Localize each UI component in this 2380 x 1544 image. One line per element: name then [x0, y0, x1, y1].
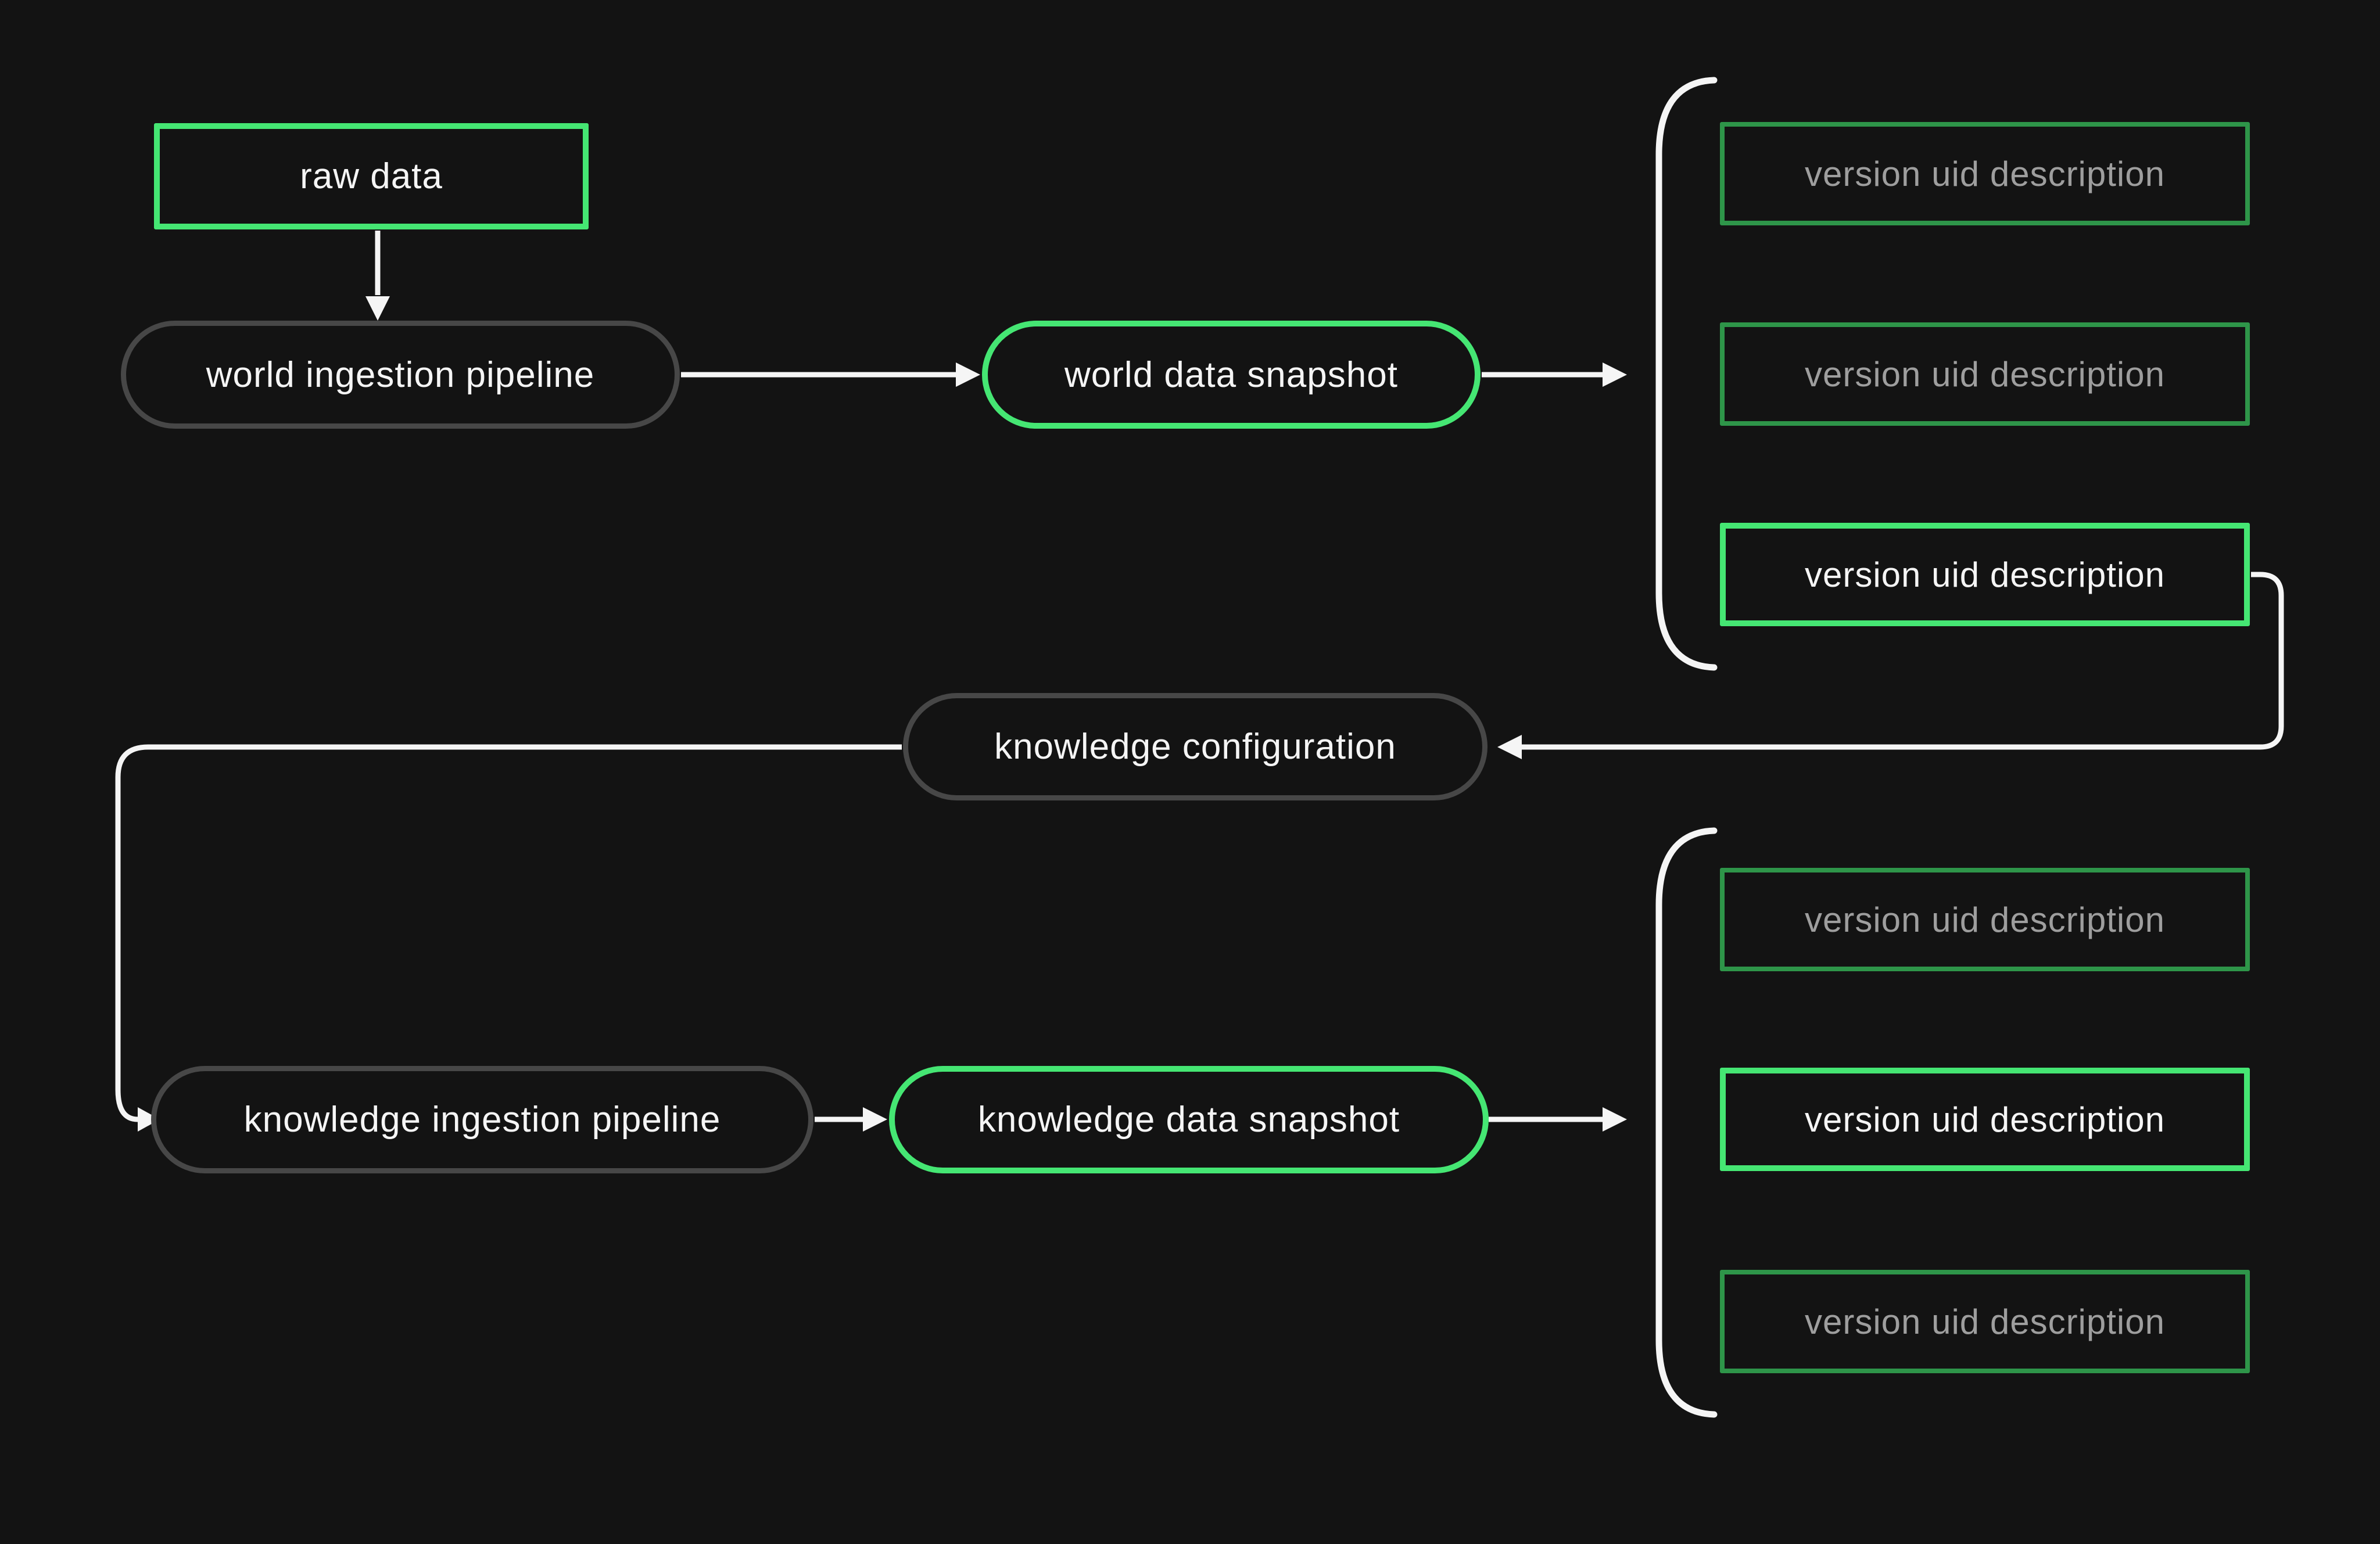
world-data-snapshot-label: world data snapshot — [1064, 354, 1398, 395]
arrowhead-right-icon — [138, 1107, 160, 1132]
knowledge-ingestion-pipeline-label: knowledge ingestion pipeline — [243, 1100, 721, 1140]
world-ingestion-pipeline-label: world ingestion pipeline — [206, 354, 595, 395]
knowledge-version-item-1: version uid description — [1720, 868, 2250, 971]
knowledge-data-snapshot-label: knowledge data snapshot — [977, 1100, 1400, 1140]
connector-knowledge-config-to-ingestion — [115, 744, 902, 1122]
world-versions-bracket — [1655, 77, 1718, 671]
world-data-snapshot-node: world data snapshot — [982, 321, 1481, 429]
knowledge-version-item-3: version uid description — [1720, 1270, 2250, 1373]
knowledge-versions-bracket — [1655, 827, 1718, 1418]
world-version-item-3-selected: version uid description — [1720, 523, 2250, 626]
knowledge-data-snapshot-node: knowledge data snapshot — [889, 1066, 1489, 1173]
arrowhead-left-icon — [1497, 735, 1522, 759]
knowledge-ingestion-pipeline-node: knowledge ingestion pipeline — [151, 1066, 813, 1173]
arrowhead-down-icon — [365, 296, 390, 321]
knowledge-version-item-2-selected: version uid description — [1720, 1068, 2250, 1171]
knowledge-configuration-node: knowledge configuration — [903, 693, 1488, 800]
arrowhead-right-icon — [956, 362, 980, 387]
knowledge-configuration-label: knowledge configuration — [994, 727, 1396, 767]
world-ingestion-pipeline-node: world ingestion pipeline — [121, 321, 680, 429]
knowledge-version-item-1-label: version uid description — [1805, 900, 2165, 939]
world-version-item-2-label: version uid description — [1805, 354, 2165, 394]
raw-data-label: raw data — [300, 156, 443, 196]
knowledge-version-item-2-label: version uid description — [1805, 1100, 2165, 1139]
world-version-item-1-label: version uid description — [1805, 154, 2165, 193]
arrowhead-right-icon — [1603, 1107, 1627, 1132]
knowledge-version-item-3-label: version uid description — [1805, 1302, 2165, 1341]
raw-data-node: raw data — [154, 123, 589, 229]
world-version-item-2: version uid description — [1720, 322, 2250, 426]
arrowhead-right-icon — [863, 1107, 887, 1132]
world-version-item-1: version uid description — [1720, 122, 2250, 225]
connector-selected-version-to-knowledge-config — [1522, 572, 2284, 750]
world-version-item-3-label: version uid description — [1805, 555, 2165, 594]
arrowhead-right-icon — [1603, 362, 1627, 387]
